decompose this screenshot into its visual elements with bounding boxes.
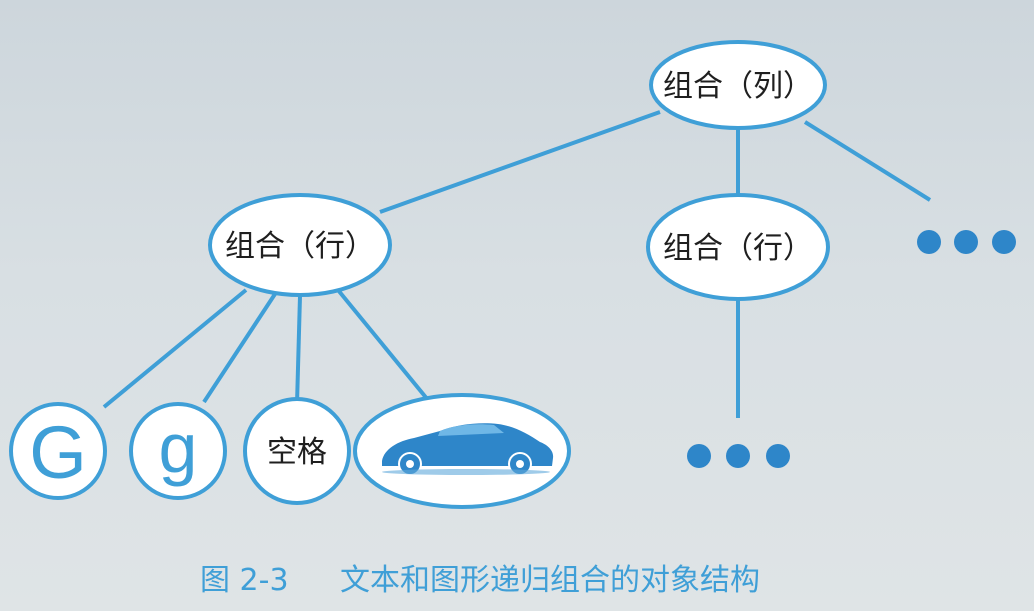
edge-row-left-image bbox=[336, 288, 430, 402]
row-node-left-label: 组合（行） bbox=[225, 229, 375, 264]
glyph-upper-text: G bbox=[29, 411, 87, 494]
figure-caption: 文本和图形递归组合的对象结构 bbox=[340, 563, 760, 598]
edge-root-ellipsis bbox=[803, 120, 932, 202]
root-node-label: 组合（列） bbox=[663, 69, 813, 104]
glyph-lower-text: g bbox=[159, 409, 198, 487]
tree-edges bbox=[102, 110, 932, 418]
leaf-space: 空格 bbox=[243, 397, 351, 505]
car-icon bbox=[382, 423, 554, 476]
row-node-right-label: 组合（行） bbox=[663, 231, 813, 266]
edge-row-left-g-lower bbox=[202, 292, 277, 404]
dots-icon bbox=[687, 444, 790, 468]
dots-icon bbox=[917, 230, 1016, 254]
row-node-left: 组合（行） bbox=[208, 193, 392, 297]
edge-root-row-left bbox=[379, 110, 661, 214]
leaf-image bbox=[353, 393, 571, 509]
space-label: 空格 bbox=[267, 435, 327, 470]
root-node: 组合（列） bbox=[649, 40, 827, 130]
figure-number: 图 2-3 bbox=[200, 563, 289, 598]
edge-row-left-space bbox=[295, 295, 302, 405]
leaf-glyph-lower: g bbox=[129, 402, 227, 500]
edge-row-left-g-upper bbox=[102, 288, 248, 409]
row-node-right: 组合（行） bbox=[646, 193, 830, 301]
leaf-glyph-upper: G bbox=[9, 402, 107, 500]
